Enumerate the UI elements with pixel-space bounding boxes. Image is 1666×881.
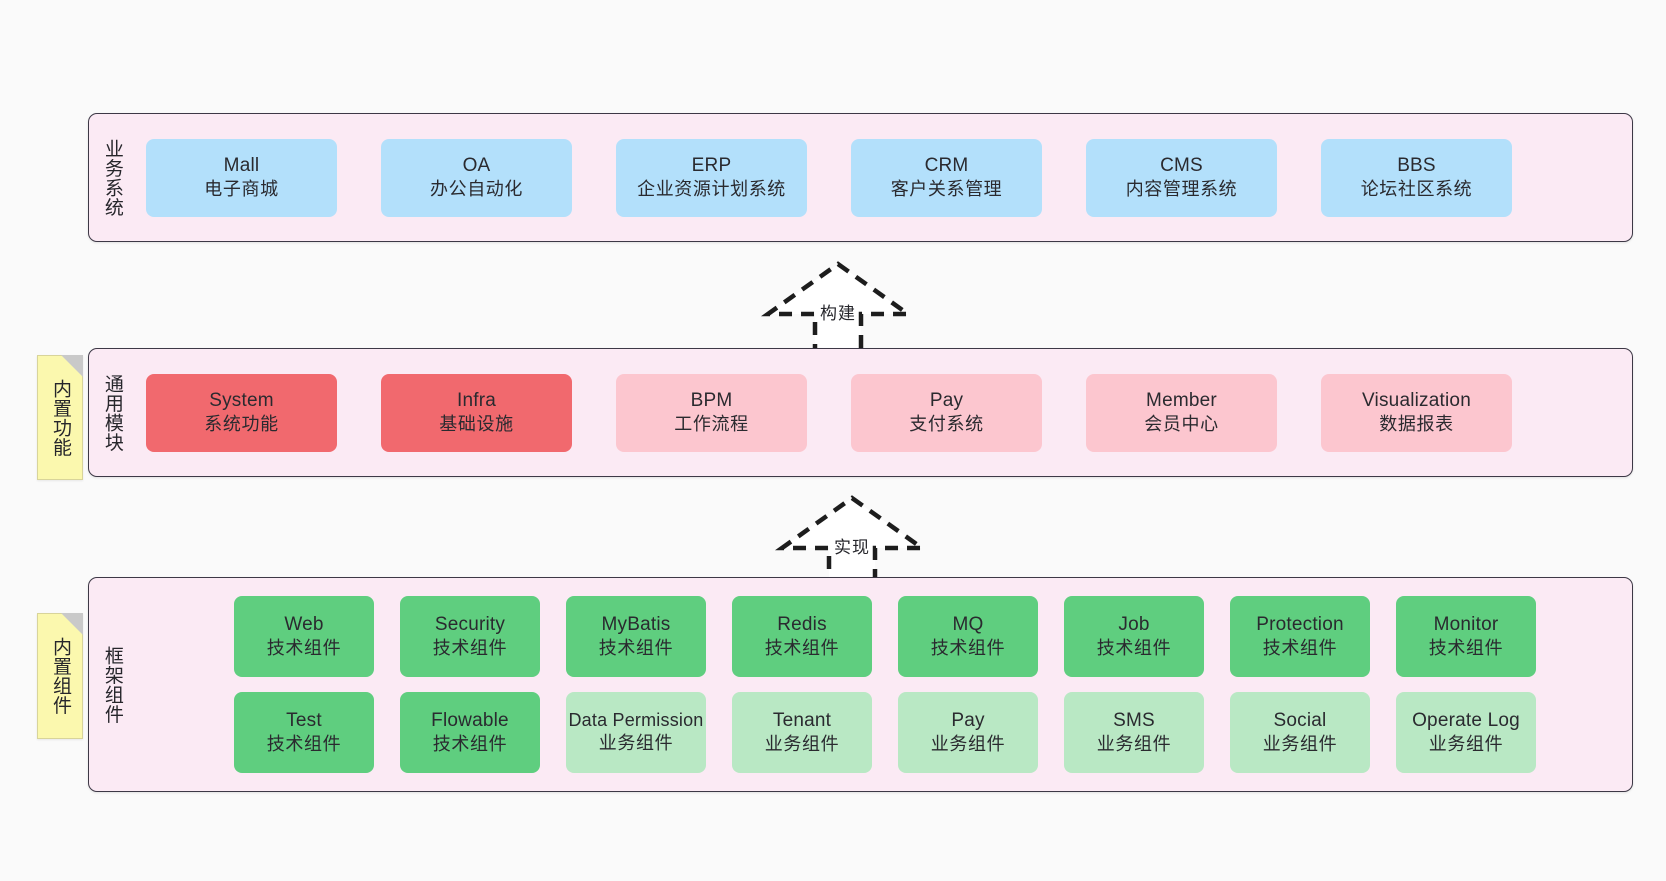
card-cn-label: 办公自动化 bbox=[430, 179, 523, 200]
module-card-bpm[interactable]: BPM 工作流程 bbox=[616, 373, 807, 452]
module-card-visualization[interactable]: Visualization 数据报表 bbox=[1321, 373, 1512, 452]
component-card-social[interactable]: Social 业务组件 bbox=[1230, 692, 1370, 773]
card-en-label: Visualization bbox=[1362, 389, 1471, 411]
sticky-note-builtin-features: 内置功能 bbox=[37, 355, 83, 480]
module-card-member[interactable]: Member 会员中心 bbox=[1086, 373, 1277, 452]
card-cn-label: 技术组件 bbox=[432, 638, 508, 659]
card-cn-label: 基础设施 bbox=[439, 414, 514, 435]
card-cn-label: 论坛社区系统 bbox=[1360, 179, 1473, 200]
card-cn-label: 技术组件 bbox=[1262, 638, 1338, 659]
framework-components-row-1: Web 技术组件 Security 技术组件 MyBatis 技术组件 Redi… bbox=[234, 596, 1536, 677]
card-en-label: Protection bbox=[1256, 613, 1344, 635]
card-en-label: ERP bbox=[691, 154, 732, 176]
component-card-tenant[interactable]: Tenant 业务组件 bbox=[732, 692, 872, 773]
card-en-label: Member bbox=[1146, 389, 1217, 411]
card-cn-label: 技术组件 bbox=[1428, 638, 1504, 659]
card-cn-label: 技术组件 bbox=[266, 734, 342, 755]
business-card-mall[interactable]: Mall 电子商城 bbox=[146, 138, 337, 217]
card-cn-label: 技术组件 bbox=[930, 638, 1006, 659]
card-en-label: Data Permission bbox=[568, 710, 704, 730]
component-card-pay[interactable]: Pay 业务组件 bbox=[898, 692, 1038, 773]
card-cn-label: 会员中心 bbox=[1144, 414, 1219, 435]
card-cn-label: 技术组件 bbox=[432, 734, 508, 755]
component-card-operate-log[interactable]: Operate Log 业务组件 bbox=[1396, 692, 1536, 773]
card-en-label: Tenant bbox=[772, 709, 832, 731]
card-en-label: Web bbox=[284, 613, 324, 635]
card-cn-label: 技术组件 bbox=[1096, 638, 1172, 659]
framework-components-row-2: Test 技术组件 Flowable 技术组件 Data Permission … bbox=[234, 692, 1536, 773]
card-cn-label: 内容管理系统 bbox=[1125, 179, 1238, 200]
component-card-mq[interactable]: MQ 技术组件 bbox=[898, 596, 1038, 677]
card-en-label: Redis bbox=[777, 613, 827, 635]
framework-components-grid: Web 技术组件 Security 技术组件 MyBatis 技术组件 Redi… bbox=[135, 578, 1632, 791]
card-en-label: Social bbox=[1273, 709, 1327, 731]
card-en-label: System bbox=[209, 389, 274, 411]
card-cn-label: 工作流程 bbox=[674, 414, 749, 435]
component-card-monitor[interactable]: Monitor 技术组件 bbox=[1396, 596, 1536, 677]
card-en-label: Infra bbox=[456, 389, 497, 411]
card-en-label: Monitor bbox=[1433, 613, 1499, 635]
card-en-label: Job bbox=[1118, 613, 1150, 635]
card-cn-label: 业务组件 bbox=[764, 734, 840, 755]
sticky-note-builtin-components: 内置组件 bbox=[37, 613, 83, 739]
card-cn-label: 技术组件 bbox=[598, 638, 674, 659]
component-card-mybatis[interactable]: MyBatis 技术组件 bbox=[566, 596, 706, 677]
component-card-job[interactable]: Job 技术组件 bbox=[1064, 596, 1204, 677]
card-en-label: MyBatis bbox=[601, 613, 671, 635]
framework-components-layer: 框架组件 Web 技术组件 Security 技术组件 MyBatis 技术组件… bbox=[88, 577, 1633, 792]
framework-components-layer-title: 框架组件 bbox=[101, 645, 123, 724]
component-card-security[interactable]: Security 技术组件 bbox=[400, 596, 540, 677]
card-cn-label: 企业资源计划系统 bbox=[637, 179, 786, 200]
common-modules-layer: 通用模块 System 系统功能 Infra 基础设施 BPM 工作流程 Pay… bbox=[88, 348, 1633, 477]
component-card-data-permission[interactable]: Data Permission 业务组件 bbox=[566, 692, 706, 773]
business-card-oa[interactable]: OA 办公自动化 bbox=[381, 138, 572, 217]
component-card-redis[interactable]: Redis 技术组件 bbox=[732, 596, 872, 677]
component-card-web[interactable]: Web 技术组件 bbox=[234, 596, 374, 677]
card-en-label: CRM bbox=[924, 154, 969, 176]
common-modules-card-list: System 系统功能 Infra 基础设施 BPM 工作流程 Pay 支付系统… bbox=[135, 349, 1632, 476]
card-en-label: Pay bbox=[951, 709, 985, 731]
card-en-label: Mall bbox=[223, 154, 260, 176]
component-card-protection[interactable]: Protection 技术组件 bbox=[1230, 596, 1370, 677]
card-cn-label: 业务组件 bbox=[1096, 734, 1172, 755]
card-en-label: Pay bbox=[929, 389, 964, 411]
common-modules-layer-title: 通用模块 bbox=[101, 373, 123, 452]
card-cn-label: 客户关系管理 bbox=[890, 179, 1003, 200]
card-cn-label: 业务组件 bbox=[930, 734, 1006, 755]
business-card-bbs[interactable]: BBS 论坛社区系统 bbox=[1321, 138, 1512, 217]
card-en-label: SMS bbox=[1113, 709, 1155, 731]
card-en-label: Test bbox=[286, 709, 322, 731]
card-cn-label: 数据报表 bbox=[1379, 414, 1454, 435]
card-en-label: BPM bbox=[690, 389, 733, 411]
card-cn-label: 业务组件 bbox=[1262, 734, 1338, 755]
business-card-erp[interactable]: ERP 企业资源计划系统 bbox=[616, 138, 807, 217]
component-card-flowable[interactable]: Flowable 技术组件 bbox=[400, 692, 540, 773]
module-card-system[interactable]: System 系统功能 bbox=[146, 373, 337, 452]
business-card-crm[interactable]: CRM 客户关系管理 bbox=[851, 138, 1042, 217]
business-systems-card-list: Mall 电子商城 OA 办公自动化 ERP 企业资源计划系统 CRM 客户关系… bbox=[135, 114, 1632, 241]
card-cn-label: 电子商城 bbox=[204, 179, 279, 200]
card-en-label: OA bbox=[462, 154, 491, 176]
card-en-label: BBS bbox=[1397, 154, 1436, 176]
component-card-test[interactable]: Test 技术组件 bbox=[234, 692, 374, 773]
card-cn-label: 系统功能 bbox=[204, 414, 279, 435]
card-en-label: Security bbox=[434, 613, 506, 635]
card-cn-label: 技术组件 bbox=[764, 638, 840, 659]
component-card-sms[interactable]: SMS 业务组件 bbox=[1064, 692, 1204, 773]
business-card-cms[interactable]: CMS 内容管理系统 bbox=[1086, 138, 1277, 217]
card-cn-label: 支付系统 bbox=[909, 414, 984, 435]
build-arrow: 构建 bbox=[748, 258, 928, 358]
business-systems-layer: 业务系统 Mall 电子商城 OA 办公自动化 ERP 企业资源计划系统 CRM… bbox=[88, 113, 1633, 242]
card-en-label: MQ bbox=[952, 613, 984, 635]
card-en-label: CMS bbox=[1160, 154, 1203, 176]
card-cn-label: 技术组件 bbox=[266, 638, 342, 659]
card-cn-label: 业务组件 bbox=[598, 732, 674, 753]
business-systems-layer-title: 业务系统 bbox=[101, 138, 123, 217]
card-en-label: Flowable bbox=[431, 709, 509, 731]
module-card-pay[interactable]: Pay 支付系统 bbox=[851, 373, 1042, 452]
card-en-label: Operate Log bbox=[1412, 709, 1520, 731]
card-cn-label: 业务组件 bbox=[1428, 734, 1504, 755]
module-card-infra[interactable]: Infra 基础设施 bbox=[381, 373, 572, 452]
